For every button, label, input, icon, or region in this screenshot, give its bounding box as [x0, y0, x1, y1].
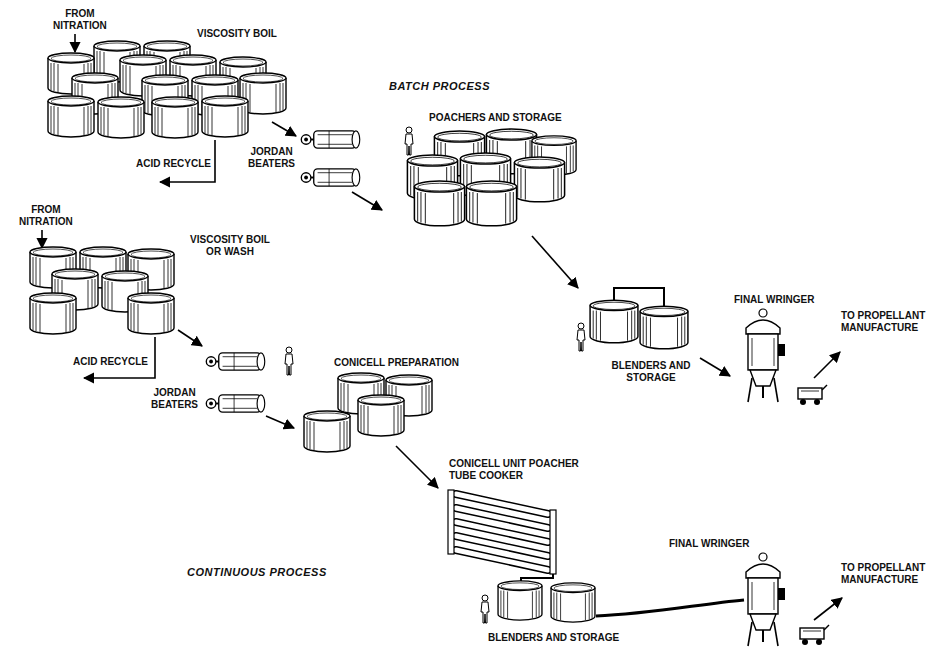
stage-label: VISCOSITY BOIL OR WASH — [184, 234, 276, 258]
stage-label: POACHERS AND STORAGE — [428, 112, 563, 124]
stage-label: CONTINUOUS PROCESS — [186, 566, 328, 578]
wringer — [746, 553, 785, 646]
flow-arrow — [266, 416, 294, 428]
flow-arrow — [272, 122, 296, 136]
blender-tank — [590, 300, 638, 343]
stage-label: JORDAN BEATERS — [150, 387, 199, 411]
flow-arrow — [178, 330, 202, 346]
blender-tank — [640, 306, 688, 349]
flow-arrow — [814, 598, 842, 620]
cart — [798, 385, 827, 405]
stage-label: TO PROPELLANT MANUFACTURE — [840, 562, 938, 586]
tank-cluster — [30, 247, 174, 334]
flow-arrow — [532, 236, 578, 288]
tank-cluster — [407, 129, 576, 226]
flow-arrow — [700, 358, 730, 376]
operator-figure — [577, 323, 585, 351]
stage-label: FROM NITRATION — [18, 204, 74, 228]
flow-arrow — [396, 446, 438, 488]
stage-label: FINAL WRINGER — [668, 538, 750, 550]
tank-cluster — [304, 373, 432, 452]
flow-arrow — [41, 230, 43, 248]
stage-label: BLENDERS AND STORAGE — [610, 360, 692, 384]
jordan-beater — [206, 395, 264, 412]
tube-cooker — [448, 490, 556, 574]
pipe — [596, 600, 744, 616]
stage-label: FINAL WRINGER — [733, 294, 815, 306]
flow-arrow — [352, 192, 382, 210]
jordan-beater — [301, 169, 359, 186]
stage-label: CONICELL UNIT POACHER TUBE COOKER — [448, 458, 582, 482]
tank-cluster — [48, 41, 286, 138]
operator-figure — [285, 347, 293, 375]
operator-figure — [481, 595, 489, 623]
stage-label: BLENDERS AND STORAGE — [487, 632, 620, 644]
stage-label: BATCH PROCESS — [388, 80, 491, 92]
stage-label: ACID RECYCLE — [135, 158, 212, 170]
wringer — [746, 309, 785, 402]
stage-label: VISCOSITY BOIL — [196, 28, 278, 40]
stage-label: JORDAN BEATERS — [247, 146, 296, 170]
jordan-beater — [301, 131, 359, 148]
stage-label: FROM NITRATION — [52, 8, 108, 32]
stage-label: TO PROPELLANT MANUFACTURE — [840, 310, 938, 334]
cart — [800, 625, 829, 645]
stage-label: ACID RECYCLE — [72, 356, 149, 368]
stage-label: CONICELL PREPARATION — [333, 357, 460, 369]
flow-arrow — [74, 34, 76, 52]
jordan-beater — [206, 353, 264, 370]
flow-arrow — [814, 352, 840, 378]
blender-tank — [498, 581, 542, 620]
blender-tank — [551, 583, 595, 622]
operator-figure — [405, 127, 413, 155]
